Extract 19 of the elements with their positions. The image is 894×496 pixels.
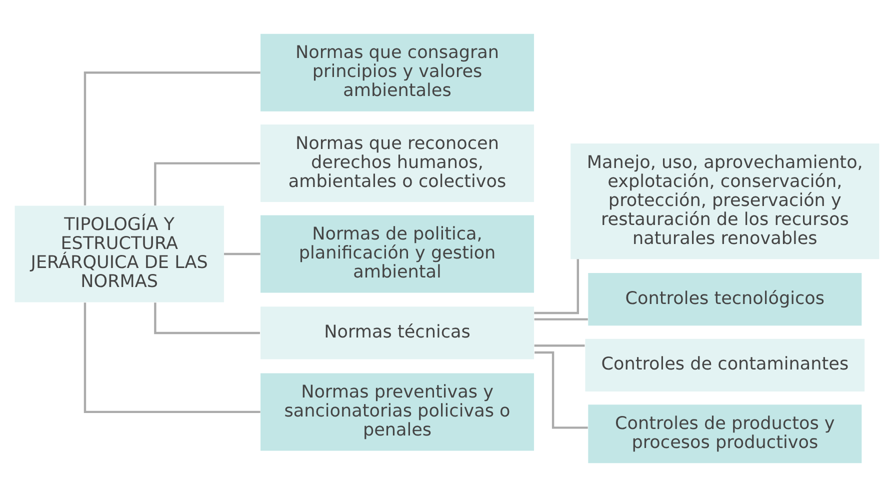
connector — [154, 162, 260, 205]
node-box: Normas que consagran principios y valores ambientales — [260, 33, 534, 111]
node-box: Controles de contaminantes — [585, 338, 865, 391]
node-box: Normas que reconocen derechos humanos, ambientales o colectivos — [260, 124, 534, 202]
node-box: Controles de productos y procesos productivos — [588, 404, 862, 463]
connector — [534, 350, 588, 428]
connector — [534, 344, 585, 346]
connector — [224, 252, 260, 255]
connector — [534, 318, 588, 320]
connector — [84, 71, 260, 205]
connector — [154, 302, 260, 334]
node-box: Normas técnicas — [260, 306, 534, 359]
node-box: Normas de politica, planificación y gestion ambiental — [260, 214, 534, 292]
node-box: TIPOLOGÍA Y ESTRUCTURA JERÁRQUICA DE LAS NORMAS — [14, 205, 224, 302]
node-box: Controles tecnológicos — [588, 272, 862, 326]
node-box: Manejo, uso, aprovechamiento, explotación, conservación, protección, preservación y restauración de los recursos naturales renovables — [570, 143, 880, 259]
connector — [84, 302, 260, 413]
node-box: Normas preventivas y sancionatorias policivas o penales — [260, 372, 534, 450]
connector — [534, 258, 579, 314]
